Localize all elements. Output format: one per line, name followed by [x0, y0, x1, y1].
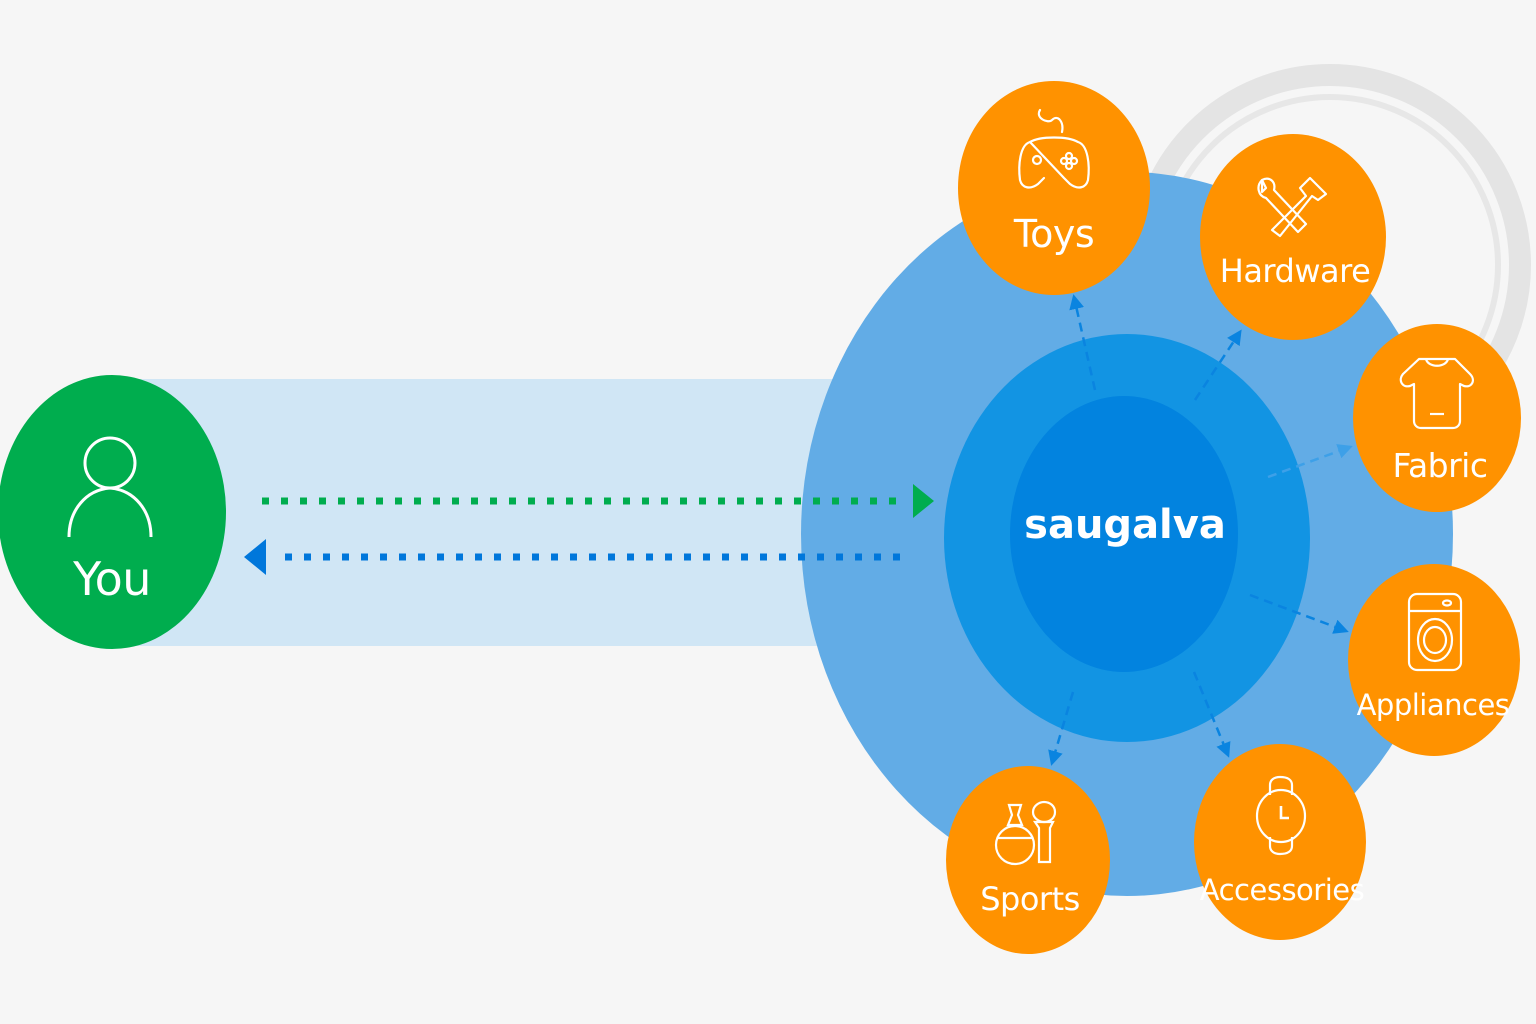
category-node-sports[interactable] [946, 766, 1110, 954]
hub-core[interactable] [1010, 396, 1238, 672]
hub-brand-label: saugalva [1024, 502, 1226, 548]
spoke-arrows [1048, 294, 1353, 766]
channel-band [110, 379, 910, 646]
category-node-hardware[interactable] [1200, 134, 1386, 340]
user-node[interactable] [0, 375, 226, 649]
response-flow-arrow [244, 539, 905, 575]
sports-bottle-icon [994, 800, 1057, 866]
user-icon [67, 436, 153, 538]
category-label-toys: Toys [1013, 212, 1095, 256]
spoke-arrow-appliances [1249, 593, 1349, 634]
category-label-hardware: Hardware [1219, 252, 1371, 290]
category-node-accessories[interactable] [1194, 744, 1366, 940]
user-label: You [73, 552, 151, 606]
shirt-icon [1399, 357, 1474, 430]
category-label-fabric: Fabric [1392, 446, 1488, 485]
category-label-sports: Sports [980, 880, 1080, 918]
spoke-arrow-sports [1048, 691, 1075, 766]
spoke-arrow-hardware [1193, 329, 1242, 401]
category-node-appliances[interactable] [1348, 564, 1520, 756]
category-label-accessories: Accessories [1199, 873, 1365, 907]
category-node-fabric[interactable] [1353, 324, 1521, 512]
gamepad-icon [1018, 108, 1090, 189]
category-label-appliances: Appliances [1356, 688, 1510, 722]
tools-icon [1257, 176, 1328, 238]
spoke-arrow-toys [1069, 294, 1097, 391]
category-node-toys[interactable] [958, 81, 1150, 295]
watch-icon [1255, 775, 1307, 856]
washing-machine-icon [1407, 592, 1463, 672]
request-flow-arrow [262, 484, 934, 518]
